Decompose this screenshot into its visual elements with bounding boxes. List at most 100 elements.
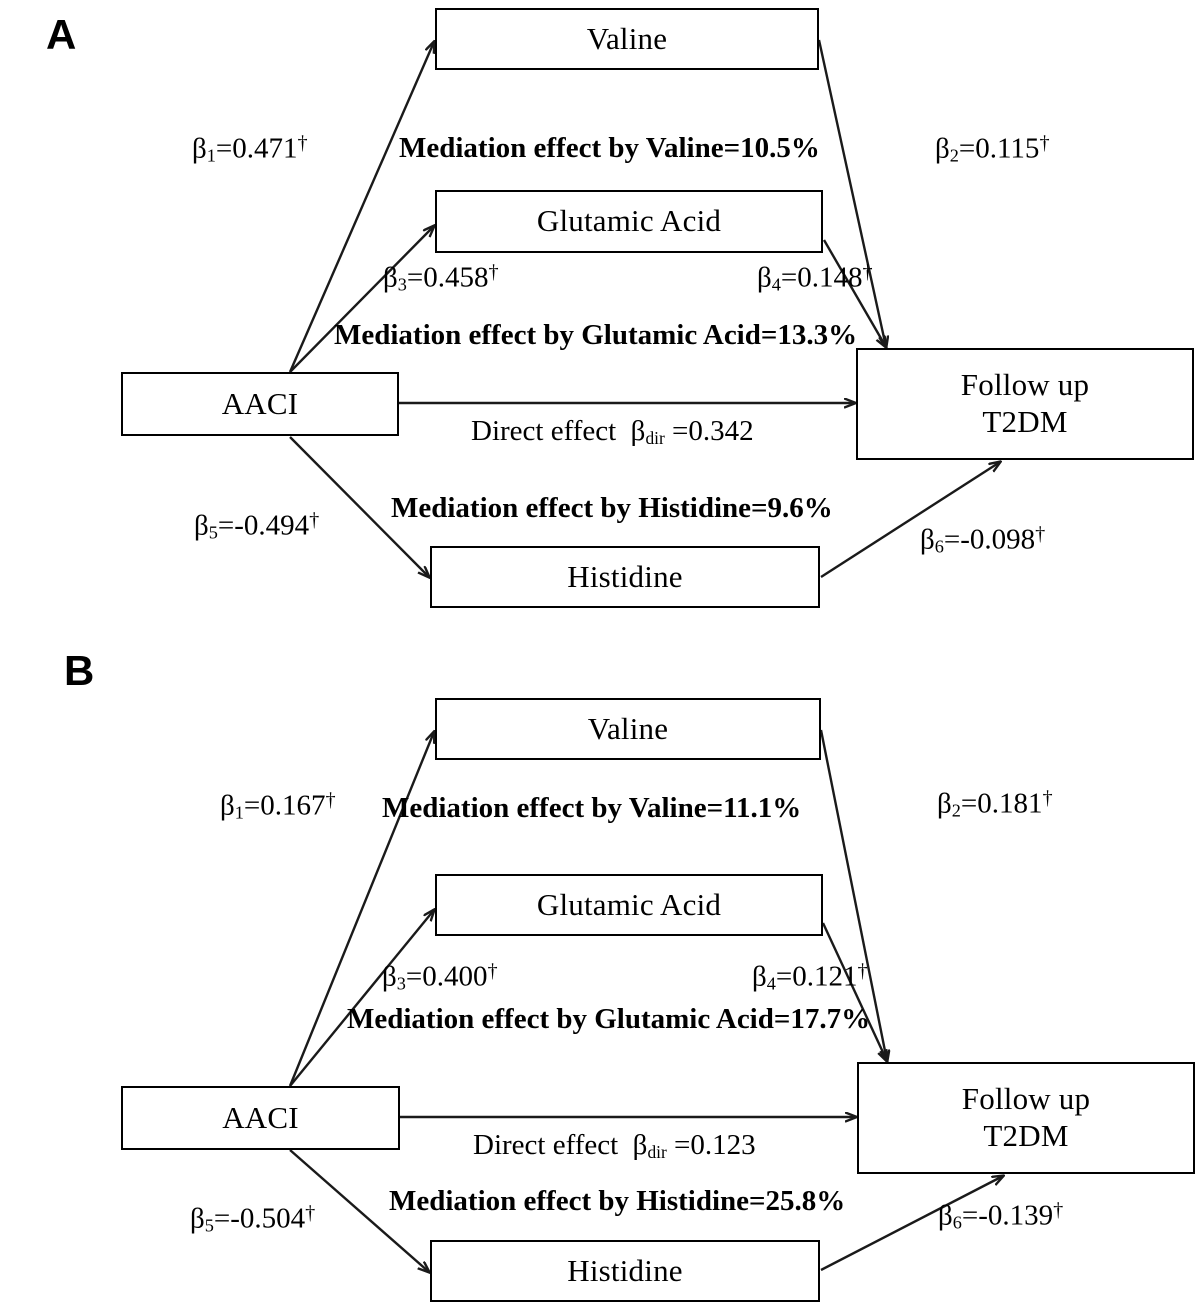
direct-effect-label-a: Direct effect βdir =0.342 [471,417,754,448]
node-histidine-a: Histidine [430,546,820,608]
arrow-glutamic-to-t2dm-b [821,922,887,1061]
beta5-b-sub: 5 [204,1215,214,1236]
beta4-a-symbol: β [757,261,772,294]
beta3-a-symbol: β [383,261,398,294]
beta3-b-sub: 3 [396,973,406,994]
arrow-glutamic-to-t2dm-a [822,239,886,347]
node-followup-t2dm-b-line1: Follow up [961,1081,1091,1117]
beta1-b-symbol: β [220,789,235,822]
label-beta6-a: β6=-0.098† [920,524,1045,556]
beta5-b-symbol: β [190,1202,205,1235]
label-beta2-a: β2=0.115† [935,133,1050,165]
node-followup-t2dm-b: Follow up T2DM [857,1062,1195,1174]
beta3-b-value: =0.400 [405,960,488,993]
node-followup-t2dm-a-line1: Follow up [960,367,1090,403]
beta2-a-dagger: † [1039,132,1050,154]
beta2-b-sub: 2 [951,800,961,821]
mediation-label-histidine-b: Mediation effect by Histidine=25.8% [389,1185,846,1217]
beta1-a-value: =0.471 [215,132,298,165]
arrow-aaci-to-valine-b [288,732,434,1087]
beta2-b-dagger: † [1042,787,1053,809]
node-glutamic-acid-b: Glutamic Acid [435,874,823,936]
node-valine-a: Valine [435,8,819,70]
direct-effect-label-b: Direct effect βdir =0.123 [473,1131,756,1162]
arrow-valine-to-t2dm-b [819,729,887,1061]
mediation-label-glutamic-acid-b: Mediation effect by Glutamic Acid=17.7% [347,1003,871,1035]
beta5-a-value: =-0.494 [217,509,310,542]
label-beta4-a: β4=0.148† [757,262,873,294]
node-glutamic-acid-a: Glutamic Acid [435,190,823,253]
label-beta1-b: β1=0.167† [220,790,336,822]
beta2-b-symbol: β [937,787,952,820]
beta6-a-value: =-0.098 [943,523,1036,556]
label-beta4-b: β4=0.121† [752,961,868,993]
beta1-a-symbol: β [192,132,207,165]
beta1-b-dagger: † [325,789,336,811]
arrow-histidine-to-t2dm-a [820,462,1000,579]
label-beta6-b: β6=-0.139† [938,1200,1063,1232]
arrow-aaci-to-glutamic-b [289,910,434,1087]
mediation-label-glutamic-acid-a: Mediation effect by Glutamic Acid=13.3% [334,319,858,351]
mediation-label-histidine-a: Mediation effect by Histidine=9.6% [391,492,833,524]
beta6-b-value: =-0.139 [961,1199,1054,1232]
beta1-a-dagger: † [297,132,308,154]
node-aaci-a: AACI [121,372,399,436]
beta2-a-symbol: β [935,132,950,165]
node-followup-t2dm-a: Follow up T2DM [856,348,1194,460]
node-histidine-b: Histidine [430,1240,820,1302]
mediation-label-valine-a: Mediation effect by Valine=10.5% [399,132,820,164]
beta5-a-dagger: † [309,509,320,531]
beta4-a-value: =0.148 [780,261,863,294]
direct-effect-b-prefix: Direct effect [473,1129,619,1161]
beta2-a-sub: 2 [949,145,959,166]
arrow-valine-to-t2dm-a [817,39,886,347]
beta6-a-dagger: † [1035,523,1046,545]
mediation-label-valine-b: Mediation effect by Valine=11.1% [382,792,802,824]
arrow-aaci-to-histidine-b [289,1149,429,1272]
direct-effect-b-symbol: β [632,1129,648,1161]
label-beta5-a: β5=-0.494† [194,510,319,542]
node-aaci-b: AACI [121,1086,400,1150]
beta4-b-dagger: † [857,960,868,982]
beta6-a-sub: 6 [934,536,944,557]
beta5-b-value: =-0.504 [213,1202,306,1235]
beta1-b-value: =0.167 [243,789,326,822]
label-beta2-b: β2=0.181† [937,788,1053,820]
beta3-b-symbol: β [382,960,397,993]
panel-label-a: A [46,11,77,58]
beta1-a-sub: 1 [206,145,216,166]
arrow-aaci-to-glutamic-a [289,226,434,373]
label-beta1-a: β1=0.471† [192,133,308,165]
direct-effect-a-value: =0.342 [672,415,754,447]
direct-effect-a-symbol: β [630,415,646,447]
beta1-b-sub: 1 [234,802,244,823]
beta2-b-value: =0.181 [960,787,1043,820]
direct-effect-a-sub: dir [645,428,665,449]
arrow-histidine-to-t2dm-b [820,1176,1003,1272]
panel-label-b: B [64,647,95,694]
label-beta5-b: β5=-0.504† [190,1203,315,1235]
beta5-a-sub: 5 [208,522,218,543]
direct-effect-b-value: =0.123 [674,1129,756,1161]
node-followup-t2dm-b-line2: T2DM [983,1118,1069,1153]
node-followup-t2dm-a-line2: T2DM [982,404,1068,439]
label-beta3-b: β3=0.400† [382,961,498,993]
label-beta3-a: β3=0.458† [383,262,499,294]
beta3-a-value: =0.458 [406,261,489,294]
node-valine-b: Valine [435,698,821,760]
direct-effect-a-prefix: Direct effect [471,415,617,447]
beta5-a-symbol: β [194,509,209,542]
beta6-a-symbol: β [920,523,935,556]
beta4-b-symbol: β [752,960,767,993]
beta4-a-sub: 4 [771,274,781,295]
beta4-a-dagger: † [862,261,873,283]
beta4-b-sub: 4 [766,973,776,994]
arrow-aaci-to-valine-a [288,42,434,373]
beta6-b-dagger: † [1053,1199,1064,1221]
direct-effect-b-sub: dir [647,1142,667,1163]
beta5-b-dagger: † [305,1202,316,1224]
beta3-a-sub: 3 [397,274,407,295]
beta6-b-symbol: β [938,1199,953,1232]
